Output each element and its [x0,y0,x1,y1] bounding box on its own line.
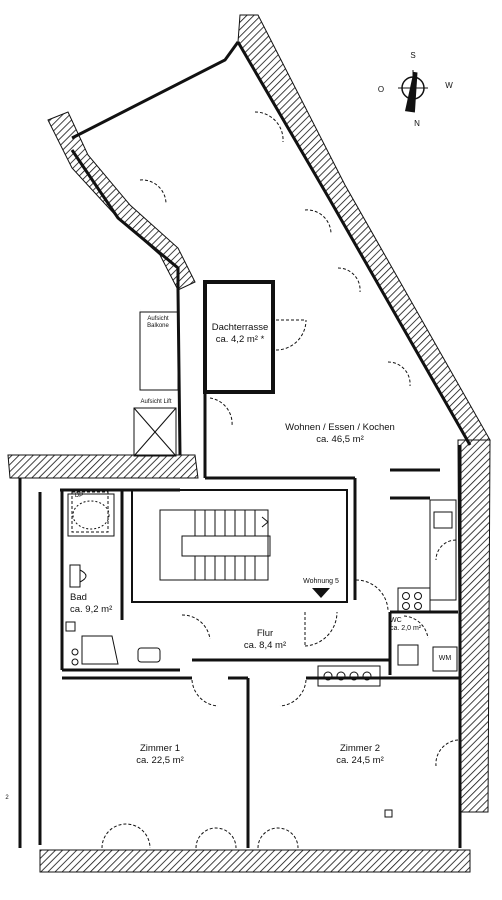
room-name: Flur [256,628,274,639]
room-label-wc: WC ca. 2,0 m² [390,617,430,633]
aufsicht-balkone-label: Aufsicht Balkone [147,316,169,329]
toilet [69,564,87,588]
room-name: WC [390,617,402,624]
window-bottom-2 [195,827,237,849]
entrance-marker-icon [312,588,330,598]
fixture-dot-1 [71,648,79,656]
stair-steps [194,510,256,580]
stair-landing [181,535,271,557]
fixture-dot-2 [71,658,79,666]
door-living [209,397,233,427]
kitchen-counter [429,499,457,601]
stair-inner [159,509,269,581]
room-area: ca. 9,2 m² [70,604,113,615]
window-upper-3 [337,267,361,293]
room-area: ca. 2,0 m² [390,625,422,632]
roof-band-middle [7,454,199,479]
room-area: ca. 22,5 m² [136,755,184,766]
window-right-2 [435,539,457,561]
roof-band-right [457,439,491,813]
chimney-square [384,809,393,818]
window-bottom-3 [257,827,299,849]
room-name: Zimmer 1 [139,743,181,754]
window-upper-1 [254,111,284,143]
window-bottom-1 [101,823,151,849]
balcony-outline [139,311,179,391]
stove-burner-4 [414,602,422,610]
radiator-knob-4 [362,671,372,681]
dp-box [71,491,109,533]
window-right-1 [435,739,459,767]
terrace-box [203,280,275,394]
room-label-dachterrasse: Dachterrasse ca. 4,2 m² * [206,322,274,346]
wall-left-upper [71,41,240,140]
roof-hatching [7,14,491,873]
wc-basin [397,644,419,666]
lift-cross-2 [133,407,177,457]
window-upper-2 [304,209,332,235]
roof-band-bottom [39,849,471,873]
stove-burner-2 [414,592,422,600]
radiator-knob-3 [349,671,359,681]
door-bath [181,614,211,640]
dp-label: DP [74,493,84,499]
shower-tray [81,635,119,665]
room-area: ca. 46,5 m² [316,434,364,445]
room-label-wohnen: Wohnen / Essen / Kochen ca. 46,5 m² [280,422,400,446]
radiator-row [317,665,381,687]
room-label-zimmer2: Zimmer 2 ca. 24,5 m² [310,743,410,767]
stair-arrow [261,516,269,528]
room-area: ca. 8,4 m² [243,640,287,651]
room-label-bad: Bad ca. 9,2 m² [70,592,130,616]
compass-west: W [445,81,453,90]
window-upper-4 [387,361,411,387]
room-area: ca. 24,5 m² [336,755,384,766]
room-name: Dachterrasse [211,322,269,333]
compass-east: O [377,85,385,94]
door-wc [403,615,429,639]
wall-left-slope [70,149,182,456]
compass-south: S [410,51,416,60]
stove-burner-1 [402,592,410,600]
lift-outline [133,407,177,457]
washing-machine [432,646,458,672]
room-name: Bad [70,592,87,603]
room-label-flur: Flur ca. 8,4 m² [230,628,300,652]
stove [397,587,431,613]
roof-band-left [47,111,196,291]
stove-burner-3 [402,602,410,610]
walls [18,41,472,848]
room-name: Wohnen / Essen / Kochen [285,422,395,433]
aufsicht-lift-label: Aufsicht Lift [140,399,172,405]
radiator-knob-1 [323,671,333,681]
door-room1 [191,679,219,707]
compass-icon [398,70,428,113]
room-name: Zimmer 2 [339,743,381,754]
door-flur-right [355,579,389,611]
door-terrace [275,319,307,351]
bathtub [67,493,115,537]
window-left-1 [139,179,167,205]
room-label-zimmer1: Zimmer 1 ca. 22,5 m² [110,743,210,767]
fixtures [65,311,458,818]
radiator-knob-2 [336,671,346,681]
door-swings [101,111,459,849]
bathtub-basin [72,500,110,530]
stair-core [131,489,348,603]
wall-upper-outline [236,41,472,446]
small-column-1 [65,621,76,632]
kitchen-sink [433,511,453,529]
margin-mark: 2 [5,795,9,801]
door-entry [304,611,338,647]
door-room2 [279,679,307,707]
wohnung-label: Wohnung 5 [303,578,339,585]
wm-label: WM [438,655,452,662]
room-area: ca. 4,2 m² * [215,334,265,345]
washbasin [137,647,161,663]
compass-north: N [414,119,420,128]
